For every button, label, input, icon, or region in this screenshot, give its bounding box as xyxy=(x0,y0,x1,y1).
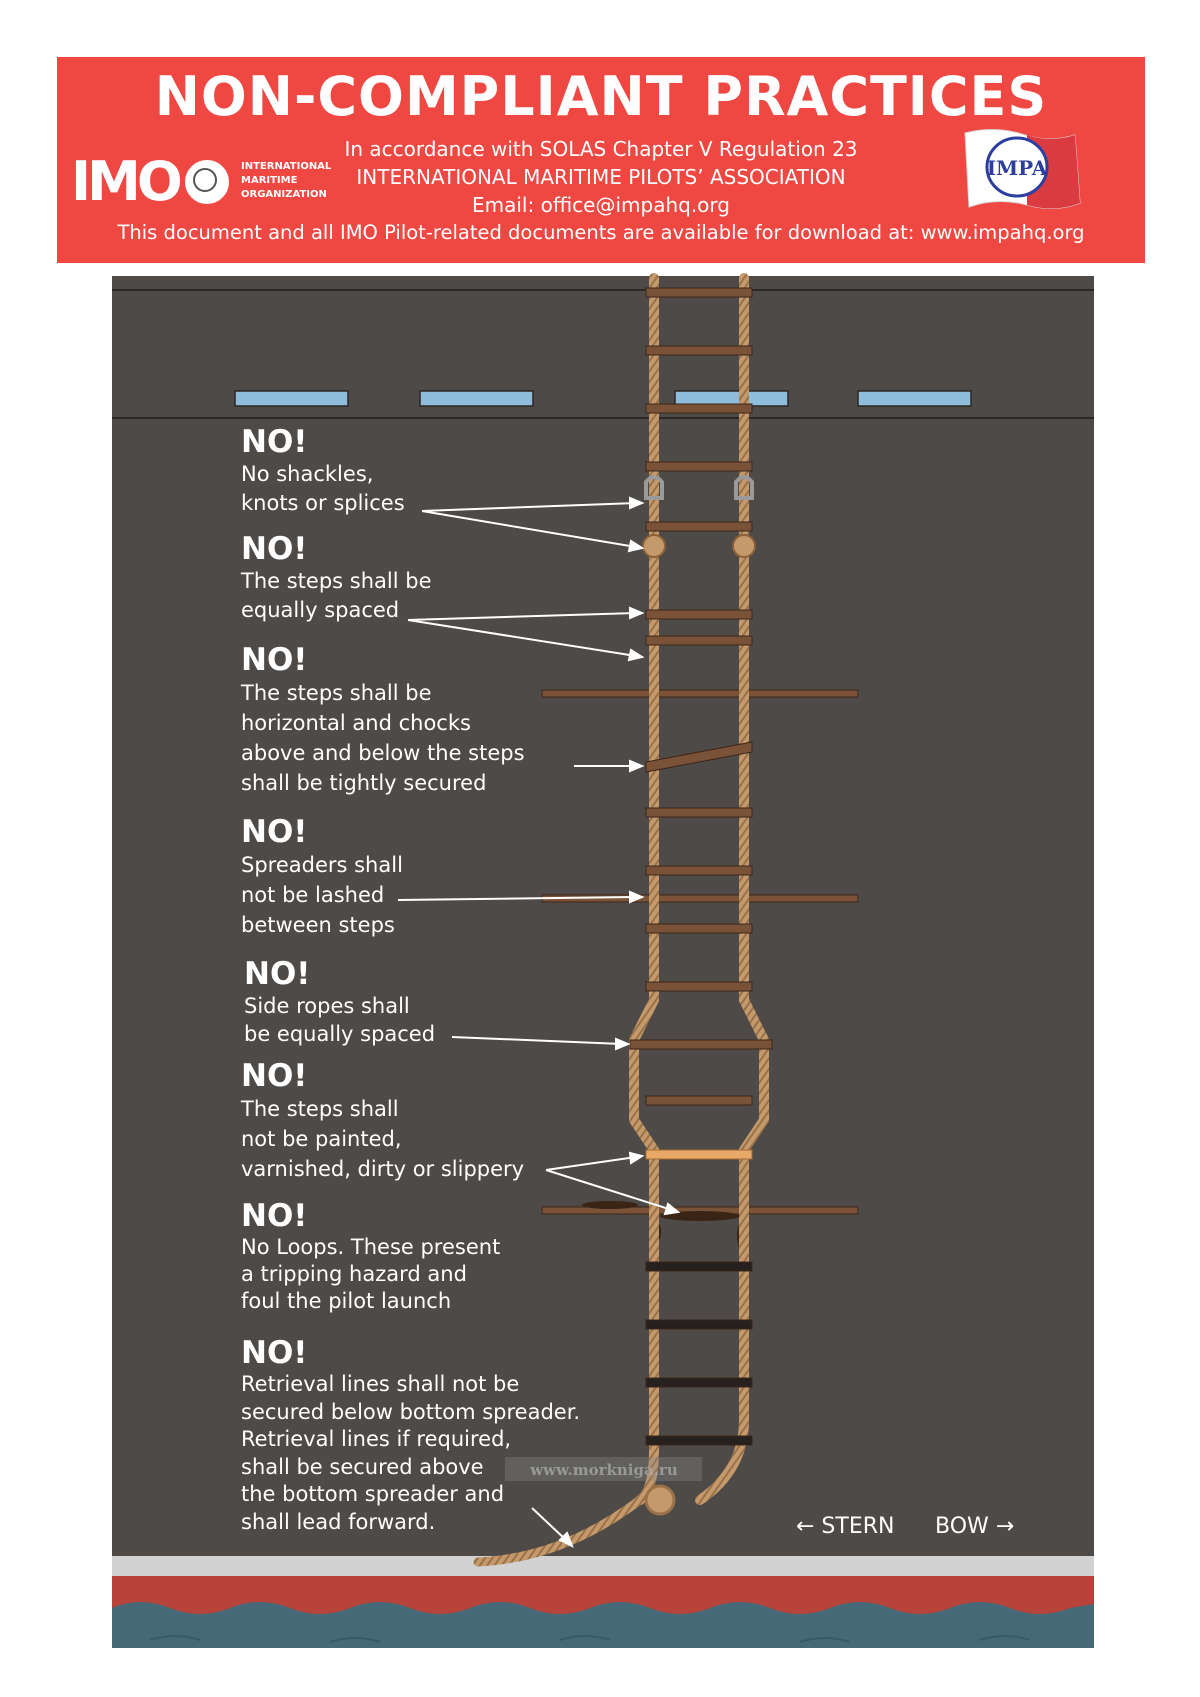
note-heading: NO! xyxy=(241,531,308,567)
arrow xyxy=(397,896,637,901)
sea-wave xyxy=(112,1598,1094,1614)
arrow xyxy=(451,1036,623,1045)
pointer-arrows xyxy=(397,496,681,1549)
impa-logo-text: IMPA xyxy=(987,156,1048,180)
note-heading: NO! xyxy=(241,1058,308,1094)
page-title: NON-COMPLIANT PRACTICES xyxy=(154,65,1048,128)
sea-ripples xyxy=(149,1635,1031,1643)
stern-direction-label: ← STERN xyxy=(796,1514,895,1539)
step xyxy=(645,403,753,414)
shackle-left-icon xyxy=(644,475,664,500)
arrow xyxy=(421,510,637,548)
step-painted xyxy=(645,1377,753,1388)
step-painted xyxy=(645,1319,753,1330)
note-equal-spacing: NO! The steps shall be equally spaced xyxy=(241,531,432,622)
step xyxy=(645,981,753,992)
imo-wordmark: IMO xyxy=(71,150,183,213)
side-rope-left xyxy=(629,273,659,1505)
retrieval-line xyxy=(473,1495,645,1567)
step xyxy=(645,461,753,472)
porthole-4 xyxy=(857,390,972,407)
step xyxy=(645,521,753,532)
note-heading: NO! xyxy=(244,956,311,992)
knots xyxy=(642,534,756,558)
watermark-box xyxy=(505,1457,702,1481)
note-side-ropes: NO! Side ropes shall be equally spaced xyxy=(244,956,436,1046)
step xyxy=(645,865,753,876)
imo-logo: IMO INTERNATIONAL MARITIME ORGANIZATION xyxy=(71,150,331,213)
note-retrieval-lines: NO! Retrieval lines shall not be secured… xyxy=(241,1335,581,1534)
watermark-text: www.morkniga.ru xyxy=(529,1461,678,1479)
ship-hull xyxy=(112,276,1094,1556)
step xyxy=(645,1095,753,1106)
email-line: Email: office@impahq.org xyxy=(472,193,730,217)
step xyxy=(645,635,753,646)
shackle-right-icon xyxy=(734,475,754,500)
step-painted xyxy=(645,1261,753,1272)
solas-reference: In accordance with SOLAS Chapter V Regul… xyxy=(344,137,858,161)
note-shackles: NO! No shackles, knots or splices xyxy=(241,424,405,515)
note-heading: NO! xyxy=(241,814,308,850)
arrow xyxy=(545,1169,673,1211)
arrow xyxy=(545,1156,637,1171)
arrow xyxy=(531,1507,567,1541)
step xyxy=(645,923,753,934)
note-spreaders: NO! Spreaders shall not be lashed betwee… xyxy=(241,814,403,937)
note-heading: NO! xyxy=(241,424,308,460)
note-heading: NO! xyxy=(241,642,308,678)
bow-direction-label: BOW → xyxy=(935,1514,1015,1539)
step xyxy=(645,345,753,356)
step xyxy=(645,807,753,818)
arrow xyxy=(407,612,637,621)
step xyxy=(645,609,753,620)
knot-right-icon xyxy=(732,534,756,558)
imo-emblem-icon xyxy=(183,158,231,206)
boot-topping-stripe xyxy=(112,1556,1094,1576)
note-heading: NO! xyxy=(241,1198,308,1234)
note-heading: NO! xyxy=(241,1335,308,1371)
step xyxy=(645,287,753,298)
ladder-steps xyxy=(629,287,773,1446)
step-tilted xyxy=(645,741,753,773)
step-wide xyxy=(629,1039,773,1050)
step-varnished xyxy=(645,1149,753,1160)
note-painted-steps: NO! The steps shall not be painted, varn… xyxy=(241,1058,525,1181)
retrieval-line-knot xyxy=(644,1484,676,1516)
note-loops: NO! No Loops. These present a tripping h… xyxy=(241,1198,501,1313)
porthole-1 xyxy=(234,390,349,407)
impa-flag-logo: IMPA xyxy=(964,129,1081,209)
imo-org-name: INTERNATIONAL MARITIME ORGANIZATION xyxy=(241,161,332,200)
header-banner: NON-COMPLIANT PRACTICES In accordance wi… xyxy=(57,57,1145,263)
step-painted xyxy=(645,1435,753,1446)
arrow xyxy=(421,502,637,512)
arrow xyxy=(407,619,637,657)
spreader-1 xyxy=(541,689,859,698)
download-line: This document and all IMO Pilot-related … xyxy=(117,221,1085,244)
note-horizontal-steps: NO! The steps shall be horizontal and ch… xyxy=(241,642,525,795)
shackles xyxy=(644,475,754,500)
knot-left-icon xyxy=(642,534,666,558)
association-name: INTERNATIONAL MARITIME PILOTS’ ASSOCIATI… xyxy=(356,165,846,189)
porthole-2 xyxy=(419,390,534,407)
